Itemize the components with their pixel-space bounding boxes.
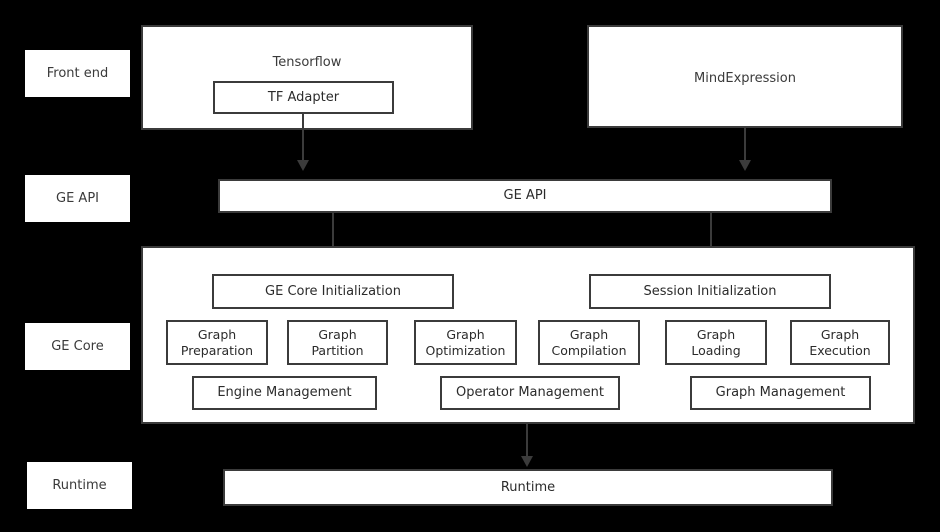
layer-label-ge-core: GE Core bbox=[25, 323, 130, 370]
arrow-ge-core-to-runtime-line bbox=[526, 424, 528, 460]
arrow-mindexpression-to-ge-api-head bbox=[739, 160, 751, 171]
ge-core-initialization-box[interactable]: GE Core Initialization bbox=[212, 274, 454, 309]
arrow-tf-adapter-to-ge-api-line bbox=[302, 114, 304, 164]
graph-loading-box[interactable]: Graph Loading bbox=[665, 320, 767, 365]
tf-adapter-box[interactable]: TF Adapter bbox=[213, 81, 394, 114]
mindexpression-container bbox=[587, 25, 903, 128]
arrow-ge-core-to-runtime-head bbox=[521, 456, 533, 467]
graph-management-box[interactable]: Graph Management bbox=[690, 376, 871, 410]
graph-compilation-box[interactable]: Graph Compilation bbox=[538, 320, 640, 365]
session-initialization-box[interactable]: Session Initialization bbox=[589, 274, 831, 309]
graph-preparation-box[interactable]: Graph Preparation bbox=[166, 320, 268, 365]
tensorflow-title: Tensorflow bbox=[272, 55, 342, 70]
layer-label-front-end: Front end bbox=[25, 50, 130, 97]
engine-management-box[interactable]: Engine Management bbox=[192, 376, 377, 410]
ge-api-bar[interactable]: GE API bbox=[218, 179, 832, 213]
layer-label-runtime: Runtime bbox=[27, 462, 132, 509]
arrow-ge-api-to-session-init-line bbox=[710, 213, 712, 263]
layer-label-ge-api: GE API bbox=[25, 175, 130, 222]
graph-execution-box[interactable]: Graph Execution bbox=[790, 320, 890, 365]
graph-optimization-box[interactable]: Graph Optimization bbox=[414, 320, 517, 365]
mindexpression-title: MindExpression bbox=[694, 71, 796, 86]
arrow-mindexpression-to-ge-api-line bbox=[744, 128, 746, 164]
graph-partition-box[interactable]: Graph Partition bbox=[287, 320, 388, 365]
arrow-ge-api-to-ge-core-init-line bbox=[332, 213, 334, 263]
tensorflow-container bbox=[141, 25, 473, 130]
operator-management-box[interactable]: Operator Management bbox=[440, 376, 620, 410]
arrow-tf-adapter-to-ge-api-head bbox=[297, 160, 309, 171]
runtime-bar[interactable]: Runtime bbox=[223, 469, 833, 506]
